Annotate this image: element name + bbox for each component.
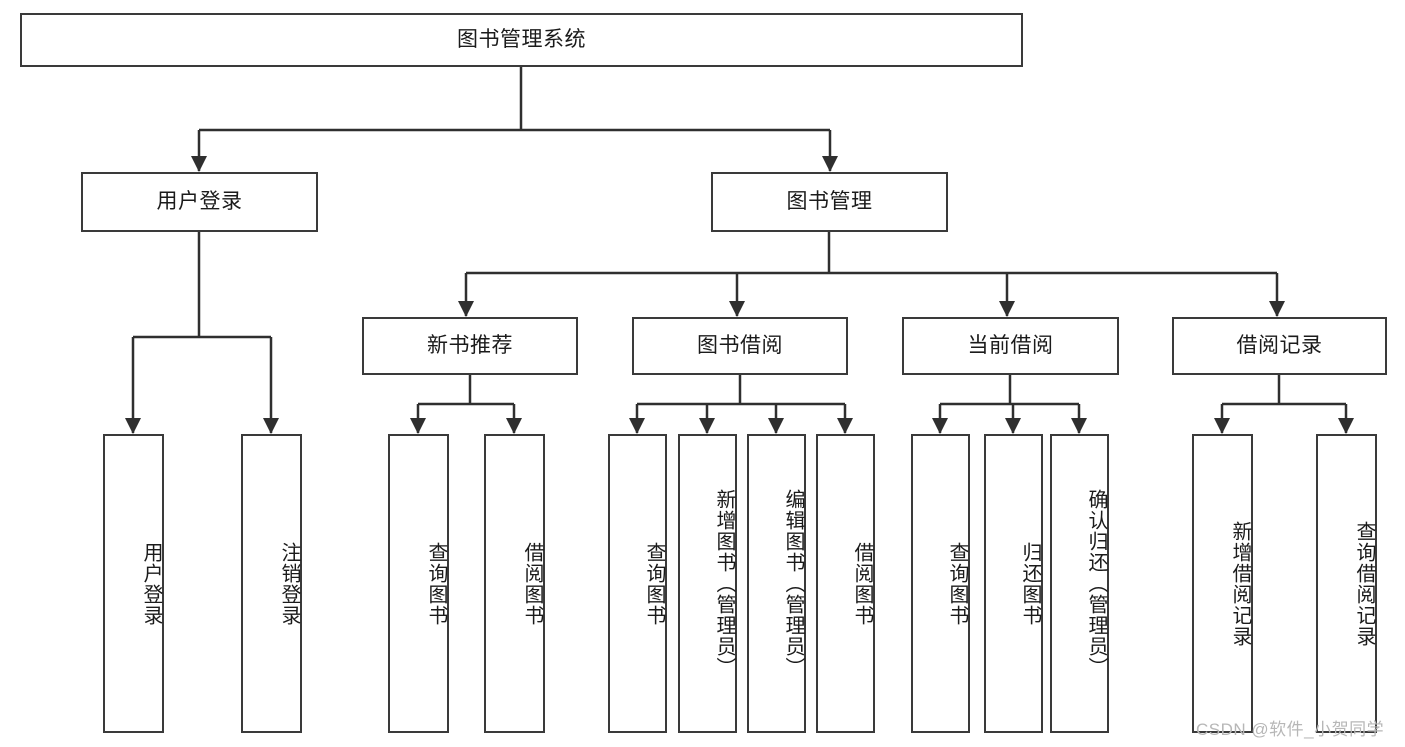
node-bookmgmt[interactable]: 图书管理	[711, 172, 948, 232]
node-label: 查询图书	[425, 541, 447, 626]
node-leaf-bor-4[interactable]: 借阅图书	[816, 434, 875, 733]
arrowhead-icon	[1338, 418, 1354, 434]
node-label: 查询借阅记录	[1353, 520, 1375, 647]
node-login[interactable]: 用户登录	[81, 172, 318, 232]
node-label: 用户登录	[140, 541, 162, 626]
node-leaf-new-1[interactable]: 查询图书	[388, 434, 449, 733]
arrowhead-icon	[729, 301, 745, 317]
node-leaf-bor-1[interactable]: 查询图书	[608, 434, 667, 733]
arrowhead-icon	[699, 418, 715, 434]
node-label: 当前借阅	[967, 333, 1054, 357]
arrowhead-icon	[629, 418, 645, 434]
node-label: 注销登录	[278, 541, 300, 626]
watermark-label: CSDN @软件_小贺同学	[1196, 720, 1385, 739]
node-label: 查询图书	[946, 541, 968, 626]
arrowhead-icon	[1005, 418, 1021, 434]
node-root[interactable]: 图书管理系统	[20, 13, 1023, 67]
node-label: 确认归还（管理员）	[1085, 489, 1107, 678]
node-newbook[interactable]: 新书推荐	[362, 317, 578, 375]
node-label: 新增图书（管理员）	[713, 489, 735, 678]
arrowhead-icon	[837, 418, 853, 434]
arrowhead-icon	[822, 156, 838, 172]
node-label: 借阅图书	[521, 541, 543, 626]
node-label: 归还图书	[1019, 541, 1041, 626]
node-leaf-new-2[interactable]: 借阅图书	[484, 434, 545, 733]
node-label: 图书管理系统	[457, 27, 586, 51]
arrowhead-icon	[999, 301, 1015, 317]
node-leaf-rec-2[interactable]: 查询借阅记录	[1316, 434, 1377, 733]
node-label: 图书借阅	[697, 333, 783, 357]
node-leaf-bor-3[interactable]: 编辑图书（管理员）	[747, 434, 806, 733]
node-label: 用户登录	[156, 189, 243, 213]
node-current[interactable]: 当前借阅	[902, 317, 1119, 375]
node-label: 图书管理	[786, 189, 873, 213]
node-label: 查询图书	[643, 541, 665, 626]
arrowhead-icon	[410, 418, 426, 434]
node-label: 新书推荐	[427, 333, 513, 357]
arrowhead-icon	[932, 418, 948, 434]
node-leaf-login-1[interactable]: 用户登录	[103, 434, 164, 733]
arrowhead-icon	[1214, 418, 1230, 434]
arrowhead-icon	[191, 156, 207, 172]
node-records[interactable]: 借阅记录	[1172, 317, 1387, 375]
arrowhead-icon	[1269, 301, 1285, 317]
arrowhead-icon	[1071, 418, 1087, 434]
arrowhead-icon	[125, 418, 141, 434]
node-label: 新增借阅记录	[1229, 520, 1251, 647]
node-label: 编辑图书（管理员）	[782, 489, 804, 678]
node-leaf-rec-1[interactable]: 新增借阅记录	[1192, 434, 1253, 733]
node-leaf-cur-1[interactable]: 查询图书	[911, 434, 970, 733]
node-label: 借阅记录	[1236, 333, 1323, 357]
arrowhead-icon	[768, 418, 784, 434]
node-leaf-login-2[interactable]: 注销登录	[241, 434, 302, 733]
node-leaf-cur-3[interactable]: 确认归还（管理员）	[1050, 434, 1109, 733]
node-label: 借阅图书	[851, 541, 873, 626]
node-leaf-cur-2[interactable]: 归还图书	[984, 434, 1043, 733]
node-leaf-bor-2[interactable]: 新增图书（管理员）	[678, 434, 737, 733]
node-borrow[interactable]: 图书借阅	[632, 317, 848, 375]
arrowhead-icon	[263, 418, 279, 434]
arrowhead-icon	[506, 418, 522, 434]
arrowhead-icon	[458, 301, 474, 317]
